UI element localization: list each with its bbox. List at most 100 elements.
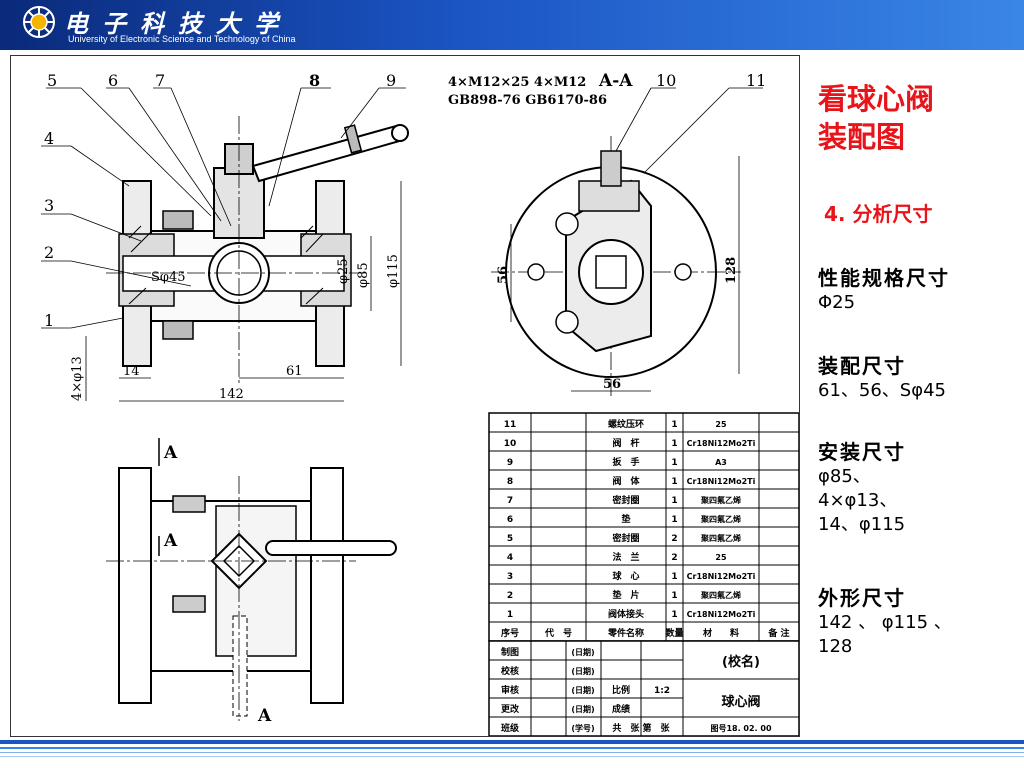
- slide-title: 看球心阀 装配图: [818, 80, 988, 156]
- parts-cell: 阀 杆: [612, 437, 639, 449]
- parts-cell: 聚四氟乙烯: [700, 495, 741, 505]
- parts-cell: 垫: [621, 513, 630, 525]
- parts-cell: 25: [715, 553, 727, 562]
- title-date-label: (日期): [571, 666, 594, 676]
- parts-header-cell: 零件名称: [607, 627, 644, 639]
- parts-cell: 6: [507, 515, 513, 525]
- university-name-cn: 电子科技大学: [64, 9, 292, 38]
- part-name: 球心阀: [721, 694, 760, 710]
- section-performance: 性能规格尺寸 Φ25: [818, 262, 950, 315]
- parts-cell: 聚四氟乙烯: [700, 533, 741, 543]
- dim-l128: 128: [724, 257, 739, 284]
- section-installation-line1: φ85、: [818, 466, 871, 487]
- parts-header-cell: 备 注: [767, 627, 789, 639]
- parts-cell: 1: [671, 420, 677, 430]
- parts-cell: Cr18Ni12Mo2Ti: [687, 439, 756, 448]
- parts-cell: 11: [504, 420, 517, 430]
- front-dimensions: [85, 181, 402, 402]
- title-date-label: (学号): [571, 723, 594, 733]
- section-assembly-line: 61、56、Sφ45: [818, 380, 947, 401]
- balloon-8: 8: [309, 71, 320, 90]
- title-date-label: (日期): [571, 647, 594, 657]
- parts-cell: 阀 体: [612, 475, 640, 487]
- section-performance-line: Φ25: [818, 292, 856, 313]
- parts-cell: 法 兰: [612, 551, 639, 563]
- view-marker-a-bottom: A: [257, 706, 272, 726]
- slide-title-line1: 看球心阀: [818, 82, 935, 116]
- parts-cell: 1: [671, 496, 677, 506]
- balloon-6: 6: [108, 71, 118, 90]
- balloon-3: 3: [44, 196, 54, 215]
- front-dim-labels: φ25 φ85 φ115 Sφ45 4×φ13 14 61 142: [70, 254, 401, 402]
- drawing-canvas: 5 6 7 8 9 4 3 2 1 10 11 φ25 φ85 φ115 Sφ4…: [41, 71, 799, 736]
- parts-cell: 3: [507, 572, 513, 582]
- parts-cell: Cr18Ni12Mo2Ti: [687, 610, 756, 619]
- parts-cell: Cr18Ni12Mo2Ti: [687, 477, 756, 486]
- balloon-9: 9: [386, 71, 396, 90]
- parts-cell: 1: [507, 610, 513, 620]
- section-assembly-title: 装配尺寸: [818, 354, 906, 378]
- section-installation-line3: 14、φ115: [818, 514, 906, 535]
- part-balloons: 5 6 7 8 9 4 3 2 1 10 11: [44, 71, 766, 330]
- parts-cell: 10: [504, 439, 517, 449]
- top-view: [106, 438, 397, 721]
- section-overall-line1: 142 、 φ115 、: [818, 612, 952, 633]
- balloon-7: 7: [155, 71, 165, 90]
- dim-l61: 61: [286, 364, 303, 379]
- section-overall-line2: 128: [818, 636, 853, 657]
- parts-cell: 2: [671, 534, 677, 544]
- parts-cell: 阀体接头: [608, 608, 644, 620]
- slide-header: 电子科技大学 University of Electronic Science …: [0, 0, 1024, 50]
- leader-lines: [41, 87, 763, 329]
- balloon-10: 10: [656, 71, 676, 90]
- section-installation-line2: 4×φ13、: [818, 490, 898, 511]
- parts-cell: 聚四氟乙烯: [700, 514, 741, 524]
- dim-d85: φ85: [356, 262, 371, 288]
- parts-cell: 1: [671, 477, 677, 487]
- sheet-count: 共 张 第 张: [612, 722, 670, 734]
- parts-cell: 1: [671, 610, 677, 620]
- title-role: 审核: [501, 684, 519, 696]
- dim-sphere: Sφ45: [151, 270, 186, 285]
- view-marker-a-mid: A: [163, 531, 178, 551]
- dim-l142: 142: [219, 387, 244, 402]
- slide-title-line2: 装配图: [818, 120, 906, 154]
- drawing-notes: 4×M12×25 4×M12 GB898-76 GB6170-86 A-A: [448, 71, 633, 108]
- parts-cell: 密封圈: [611, 532, 639, 544]
- parts-cell: 1: [671, 515, 677, 525]
- title-role: 校核: [501, 665, 519, 677]
- drawing-number: 图号18. 02. 00: [710, 724, 771, 733]
- section-dim-labels: 56 128 56: [496, 257, 739, 392]
- section-overall: 外形尺寸 142 、 φ115 、 128: [818, 582, 952, 659]
- parts-cell: 9: [507, 458, 513, 468]
- view-marker-a-top: A: [163, 443, 178, 463]
- assembly-drawing: 5 6 7 8 9 4 3 2 1 10 11 φ25 φ85 φ115 Sφ4…: [10, 55, 800, 737]
- dim-d115: φ115: [386, 254, 401, 288]
- footer-stripes: [0, 740, 1024, 757]
- parts-cell: 8: [507, 477, 513, 487]
- dim-d13: 4×φ13: [70, 356, 85, 401]
- parts-cell: 垫 片: [612, 589, 639, 601]
- scale-label: 比例: [612, 684, 630, 696]
- parts-cell: 25: [715, 420, 727, 429]
- parts-cell: 1: [671, 439, 677, 449]
- parts-header-cell: 数量: [665, 627, 683, 639]
- parts-cell: 2: [671, 553, 677, 563]
- parts-cell: 扳 手: [612, 456, 639, 468]
- university-logo-icon: [23, 6, 55, 38]
- dim-l14: 14: [123, 364, 140, 379]
- parts-cell: 密封圈: [611, 494, 639, 506]
- university-name-en: University of Electronic Science and Tec…: [68, 34, 296, 44]
- title-date-label: (日期): [571, 704, 594, 714]
- parts-cell: 1: [671, 591, 677, 601]
- balloon-1: 1: [44, 311, 54, 330]
- front-view: [106, 116, 409, 386]
- parts-cell: 5: [507, 534, 513, 544]
- dim-l56-horizontal: 56: [603, 377, 621, 392]
- view-markers: A A A: [163, 443, 272, 726]
- bolt-spec: 4×M12×25 4×M12: [448, 75, 586, 90]
- balloon-11: 11: [746, 71, 766, 90]
- parts-cell: 1: [671, 572, 677, 582]
- parts-header-cell: 序号: [501, 627, 519, 639]
